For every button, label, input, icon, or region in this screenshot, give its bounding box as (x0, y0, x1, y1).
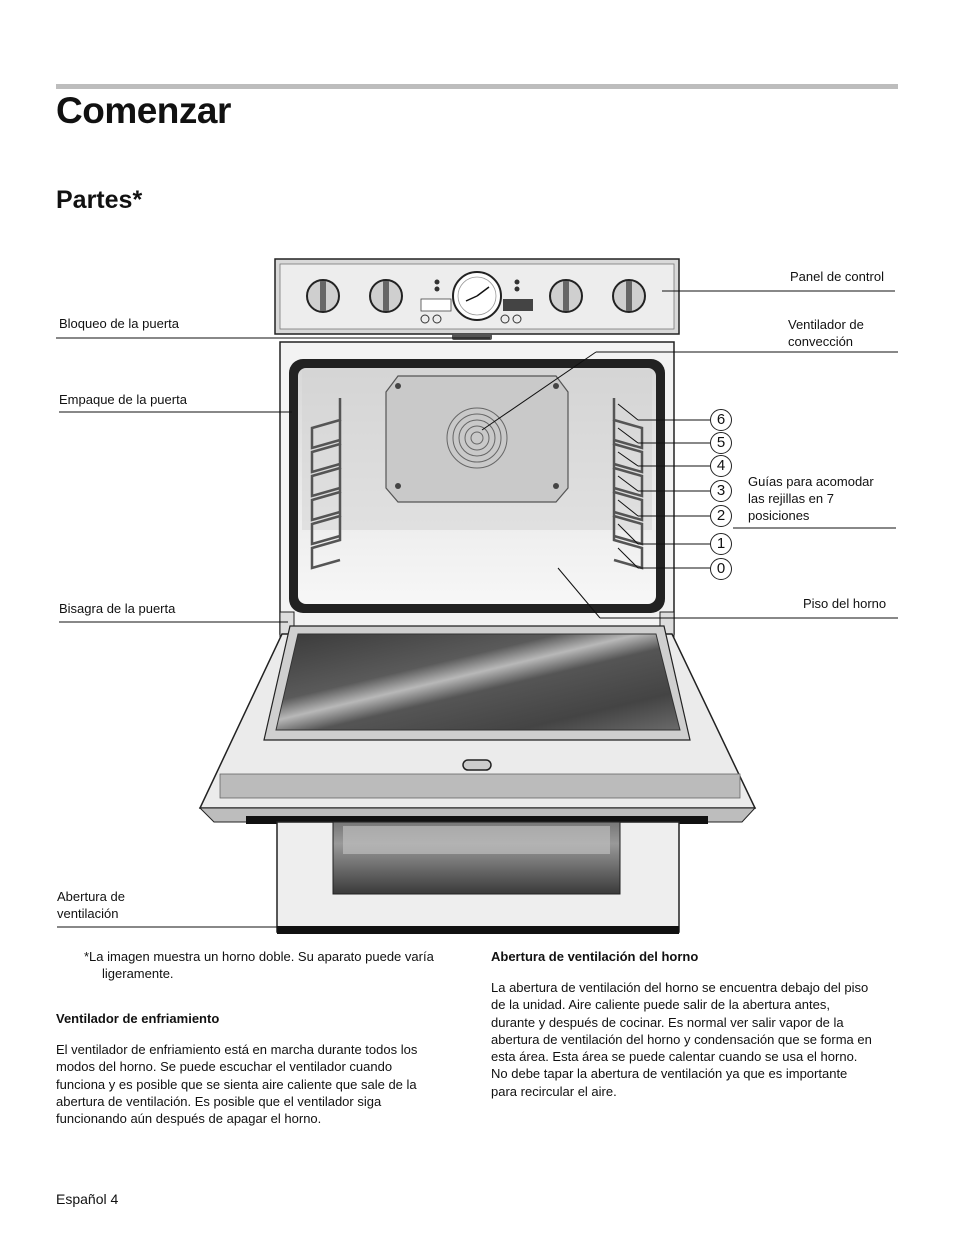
label-control-panel: Panel de control (790, 269, 884, 284)
fan-cover (385, 375, 569, 503)
knob-1 (306, 279, 340, 313)
page-title: Comenzar (56, 90, 231, 131)
door-lock-latch (452, 334, 492, 340)
label-oven-floor: Piso del horno (803, 596, 887, 611)
rack-position-6: 6 (710, 409, 732, 431)
oven-diagram (56, 258, 898, 934)
rack-guides-right (612, 398, 644, 570)
label-convection-fan: Ventilador de convección (788, 317, 864, 349)
clock (452, 271, 502, 321)
oven-vent-paragraph: La abertura de ventilación del horno se … (491, 980, 872, 1099)
knob-4 (612, 279, 646, 313)
rack-position-2: 2 (710, 505, 732, 527)
rack-position-0: 0 (710, 558, 732, 580)
label-door-gasket: Empaque de la puerta (59, 392, 187, 407)
rack-guides-left (310, 398, 342, 570)
label-vent: Abertura de ventilación (57, 889, 125, 921)
cooling-fan-heading: Ventilador de enfriamiento (56, 1011, 220, 1026)
oven-vent-heading: Abertura de ventilación del horno (491, 949, 699, 964)
leader-lines (56, 290, 898, 928)
knob-3 (549, 279, 583, 313)
rack-position-4: 4 (710, 455, 732, 477)
lower-oven (246, 816, 708, 934)
oven-door (198, 625, 757, 823)
convection-fan-grille (446, 407, 508, 469)
rack-position-3: 3 (710, 480, 732, 502)
knob-2 (369, 279, 403, 313)
image-note: *La imagen muestra un horno doble. Su ap… (84, 949, 434, 981)
label-door-lock: Bloqueo de la puerta (59, 316, 179, 331)
cooling-fan-paragraph: El ventilador de enfriamiento está en ma… (56, 1042, 418, 1127)
rack-position-5: 5 (710, 432, 732, 454)
section-title: Partes* (56, 186, 143, 214)
header-rule (56, 84, 898, 89)
page-footer: Español 4 (56, 1191, 119, 1207)
label-rack-guides: Guías para acomodar las rejillas en 7 po… (748, 474, 874, 523)
label-door-hinge: Bisagra de la puerta (59, 601, 176, 616)
door-handle (462, 759, 492, 771)
control-panel (274, 258, 680, 335)
rack-position-1: 1 (710, 533, 732, 555)
